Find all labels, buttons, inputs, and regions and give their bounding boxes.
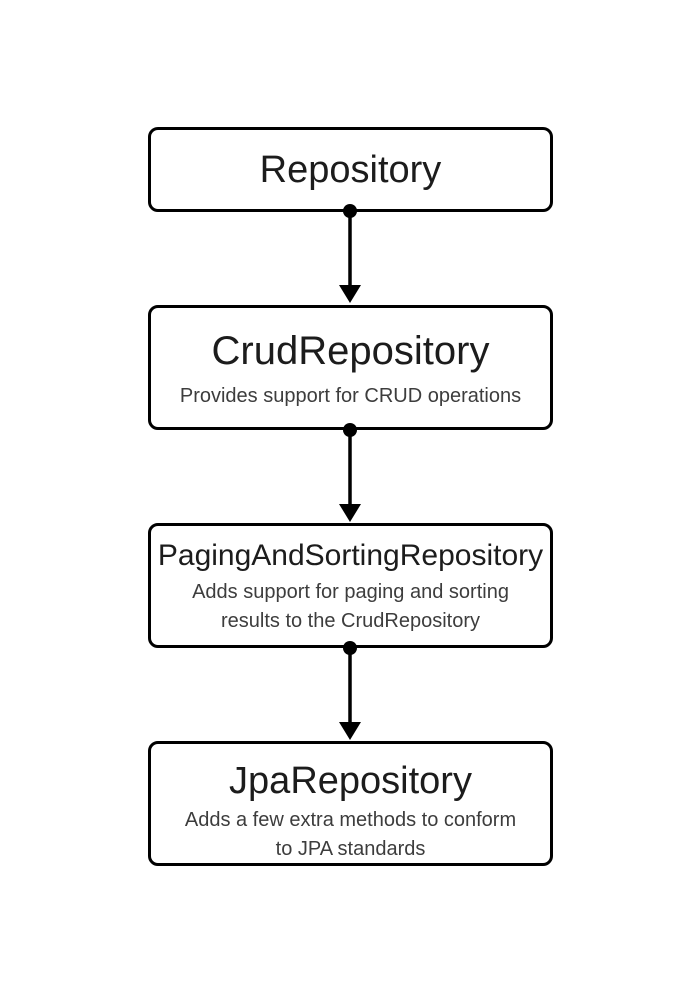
node-subtitle-line: Adds support for paging and sorting	[192, 581, 509, 603]
node-title: Repository	[259, 148, 442, 191]
node-jpa-repository: JpaRepository Adds a few extra methods t…	[148, 741, 553, 866]
node-subtitle-line: results to the CrudRepository	[220, 610, 480, 632]
arrow-paging-and-sorting-repository-to-jpa-repository	[339, 641, 361, 740]
node-crud-repository: CrudRepository Provides support for CRUD…	[148, 305, 553, 430]
node-subtitle: Provides support for CRUD operations	[179, 385, 522, 407]
node-paging-and-sorting-repository: PagingAndSortingRepository Adds support …	[148, 523, 553, 648]
arrow-repository-to-crud-repository	[339, 204, 361, 303]
node-subtitle-line: Adds a few extra methods to conform	[184, 809, 517, 831]
arrow-crud-repository-to-paging-and-sorting-repository	[339, 423, 361, 522]
node-repository: Repository	[148, 127, 553, 212]
node-title: JpaRepository	[229, 760, 472, 802]
node-title: PagingAndSortingRepository	[157, 539, 544, 572]
node-title: CrudRepository	[211, 329, 490, 373]
node-subtitle-line: to JPA standards	[275, 838, 426, 860]
